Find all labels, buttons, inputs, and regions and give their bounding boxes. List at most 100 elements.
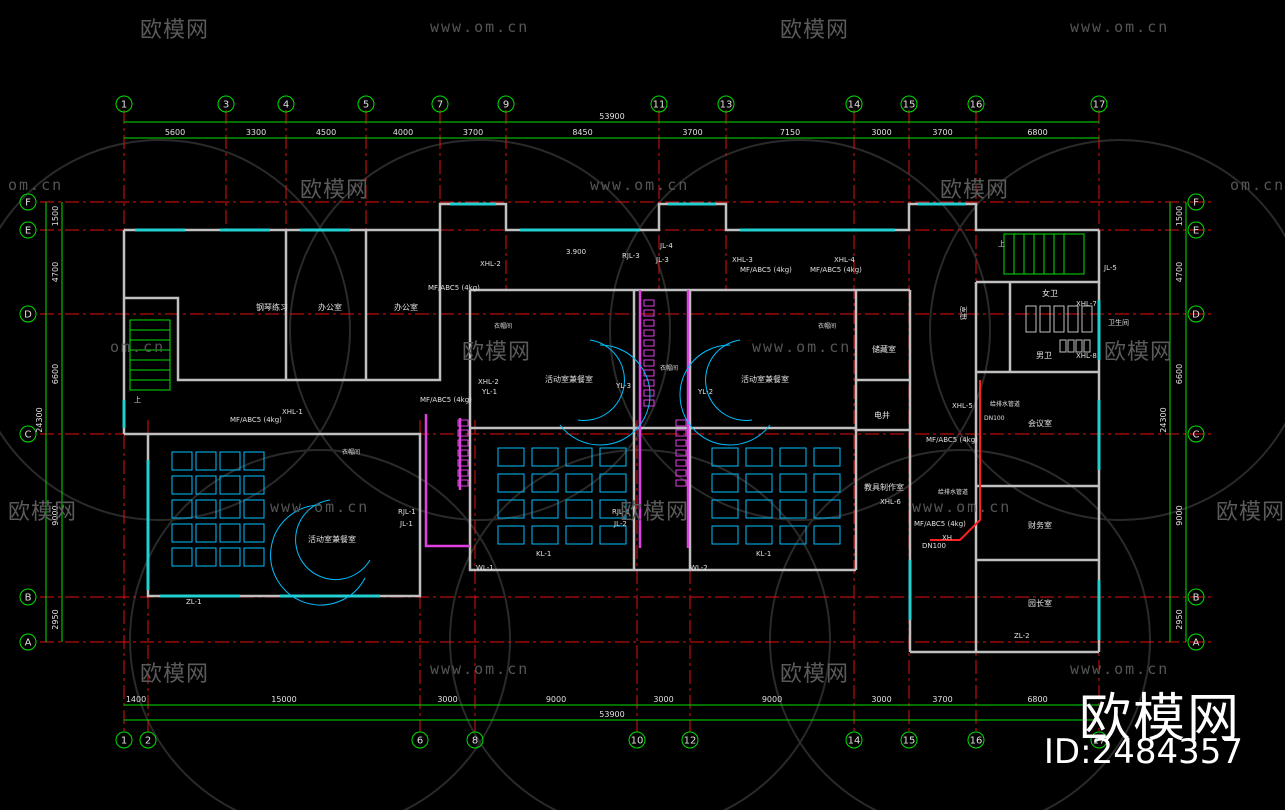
svg-text:D: D	[1192, 310, 1200, 321]
pipe-coil	[457, 439, 469, 447]
pipe-label: JL-4	[659, 242, 673, 250]
svg-text:15: 15	[903, 736, 916, 747]
extinguisher-label: MF/ABC5 (4kg)	[740, 266, 792, 274]
room-label: 衣帽间	[494, 322, 512, 330]
watermark-url: www.om.cn	[430, 18, 530, 36]
table	[565, 499, 593, 519]
svg-text:A: A	[1193, 638, 1200, 649]
axis-bubble-left: A	[19, 633, 37, 651]
room-label: 女卫	[1042, 288, 1058, 298]
room-label: 活动室兼餐室	[545, 374, 593, 384]
table	[195, 499, 217, 519]
table	[219, 547, 241, 567]
urinal	[1075, 339, 1083, 353]
pipe-coil	[643, 319, 655, 327]
table	[219, 499, 241, 519]
watermark-brand: 欧模网	[1104, 340, 1174, 365]
dimension-text: 53900	[599, 112, 624, 121]
table	[531, 525, 559, 545]
pipe-coil	[675, 459, 687, 467]
watermark-url: om.cn	[8, 176, 64, 194]
room-label: 办公室	[318, 302, 342, 312]
extinguisher-label: MF/ABC5 (4kg)	[810, 266, 862, 274]
dimension-text: 3700	[463, 128, 483, 137]
svg-text:1: 1	[121, 100, 127, 111]
axis-bubble-top: 16	[967, 95, 985, 113]
toilet-stall	[1081, 305, 1093, 333]
table	[779, 447, 807, 467]
dimension-text: 1500	[51, 206, 60, 226]
note-label: 给排水管道	[990, 400, 1020, 408]
watermark-brand: 欧模网	[780, 662, 850, 687]
pipe-coil	[675, 479, 687, 487]
table	[243, 499, 265, 519]
toilet-stall	[1067, 305, 1079, 333]
svg-text:B: B	[25, 593, 32, 604]
watermark-url: om.cn	[110, 338, 166, 356]
dimension-text: 24300	[1159, 407, 1168, 432]
table	[565, 473, 593, 493]
svg-text:15: 15	[903, 100, 916, 111]
dimension-text: 9000	[51, 505, 60, 525]
pipe-coil	[675, 419, 687, 427]
dimension-lines	[45, 121, 1187, 721]
urinal	[1083, 339, 1091, 353]
watermark-url: www.om.cn	[1070, 18, 1170, 36]
dimension-text: 15000	[271, 695, 296, 704]
extinguisher-label: MF/ABC5 (4kg)	[428, 284, 480, 292]
pipe-label: JL-1	[399, 520, 413, 528]
note-label: 给排水管道	[938, 488, 968, 496]
watermark-brand: 欧模网	[140, 18, 210, 43]
svg-text:4: 4	[283, 100, 289, 111]
pipe-label: WL-1	[476, 564, 494, 572]
svg-text:E: E	[1193, 226, 1199, 237]
axis-bubble-bottom: 15	[900, 731, 918, 749]
watermark-brand: 欧模网	[140, 662, 210, 687]
pipe-label: JL-2	[613, 520, 627, 528]
room-labels: 钢琴练习 办公室 办公室 活动室兼餐室 活动室兼餐室 活动室兼餐室 储藏室 电井…	[134, 239, 1129, 608]
axis-bubble-left: B	[19, 588, 37, 606]
svg-text:6: 6	[417, 736, 423, 747]
pipe-coil	[457, 459, 469, 467]
table	[171, 499, 193, 519]
dimension-text: 5600	[165, 128, 185, 137]
dimension-text: 4000	[393, 128, 413, 137]
dimension-text: 6600	[51, 364, 60, 384]
axis-bubble-left: F	[19, 193, 37, 211]
dimension-text: 3700	[682, 128, 702, 137]
dimension-text: 53900	[599, 710, 624, 719]
pipe-label: XH	[942, 534, 952, 542]
svg-text:7: 7	[437, 100, 443, 111]
pipe-label: RJL-3	[622, 252, 640, 260]
axis-bubble-top: 5	[357, 95, 375, 113]
pipe-coil	[457, 479, 469, 487]
axis-bubble-top: 17	[1090, 95, 1108, 113]
table	[531, 473, 559, 493]
table	[243, 547, 265, 567]
axis-bubble-left: E	[19, 221, 37, 239]
dimension-text: 6800	[1027, 128, 1047, 137]
pipe-label: YL-2	[697, 388, 713, 396]
pipe-coil	[643, 389, 655, 397]
pipe-label: JL-3	[655, 256, 669, 264]
tables	[171, 299, 1093, 567]
axis-bubble-bottom: 14	[845, 731, 863, 749]
room-label: 财务室	[1028, 520, 1052, 530]
watermark-url: www.om.cn	[430, 660, 530, 678]
dimension-text: 4500	[316, 128, 336, 137]
pipe-coil	[457, 429, 469, 437]
room-label: 园长室	[1028, 598, 1052, 608]
table	[599, 447, 627, 467]
extinguisher-label: MF/ABC5 (4kg)	[914, 520, 966, 528]
watermark-url: www.om.cn	[1070, 660, 1170, 678]
axis-bubble-bottom: 10	[628, 731, 646, 749]
beam-label: ZL-1	[186, 598, 202, 606]
beam-label: KL-1	[756, 550, 771, 558]
table	[171, 523, 193, 543]
room-label: 钢琴练习	[256, 302, 288, 312]
dimension-text: 3700	[932, 128, 952, 137]
table	[813, 499, 841, 519]
